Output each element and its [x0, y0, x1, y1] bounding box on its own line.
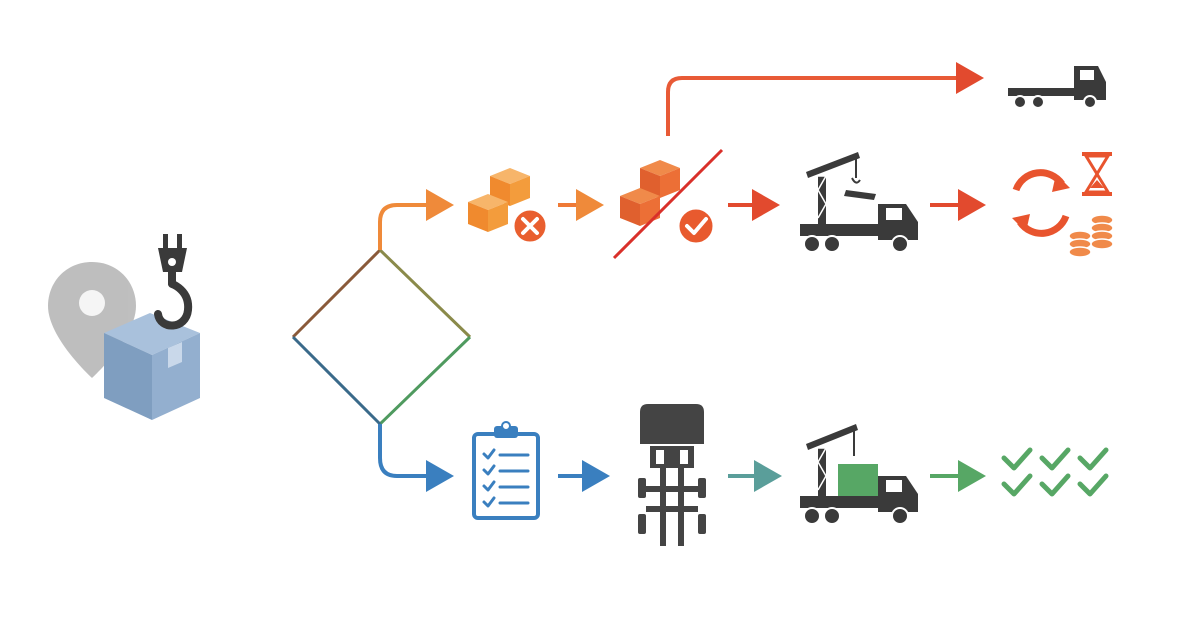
- checklist-clipboard-icon: [472, 421, 540, 520]
- strike-line: [612, 148, 724, 260]
- exit-route-connector: [666, 62, 984, 136]
- multiple-checkmarks-icon: [1001, 447, 1109, 497]
- coin-stack-icon: [1068, 214, 1114, 258]
- boxes-rejected-icon: [468, 168, 549, 245]
- decision-diamond: [291, 248, 472, 426]
- crane-hook-icon: [154, 234, 193, 330]
- branch-down-connector: [378, 424, 454, 492]
- flatbed-truck-icon: [1008, 66, 1106, 109]
- boxes-approval-crossed-icon: [612, 148, 724, 260]
- package-box-icon: [104, 313, 200, 420]
- truck-chassis-icon: [638, 404, 706, 546]
- crane-truck-icon: [800, 152, 918, 253]
- start-cluster: [48, 234, 200, 420]
- crane-truck-loaded-icon: [800, 424, 918, 525]
- branch-up-connector: [378, 189, 454, 250]
- return-cycle-icon: [1012, 169, 1070, 237]
- hourglass-icon: [1082, 152, 1112, 196]
